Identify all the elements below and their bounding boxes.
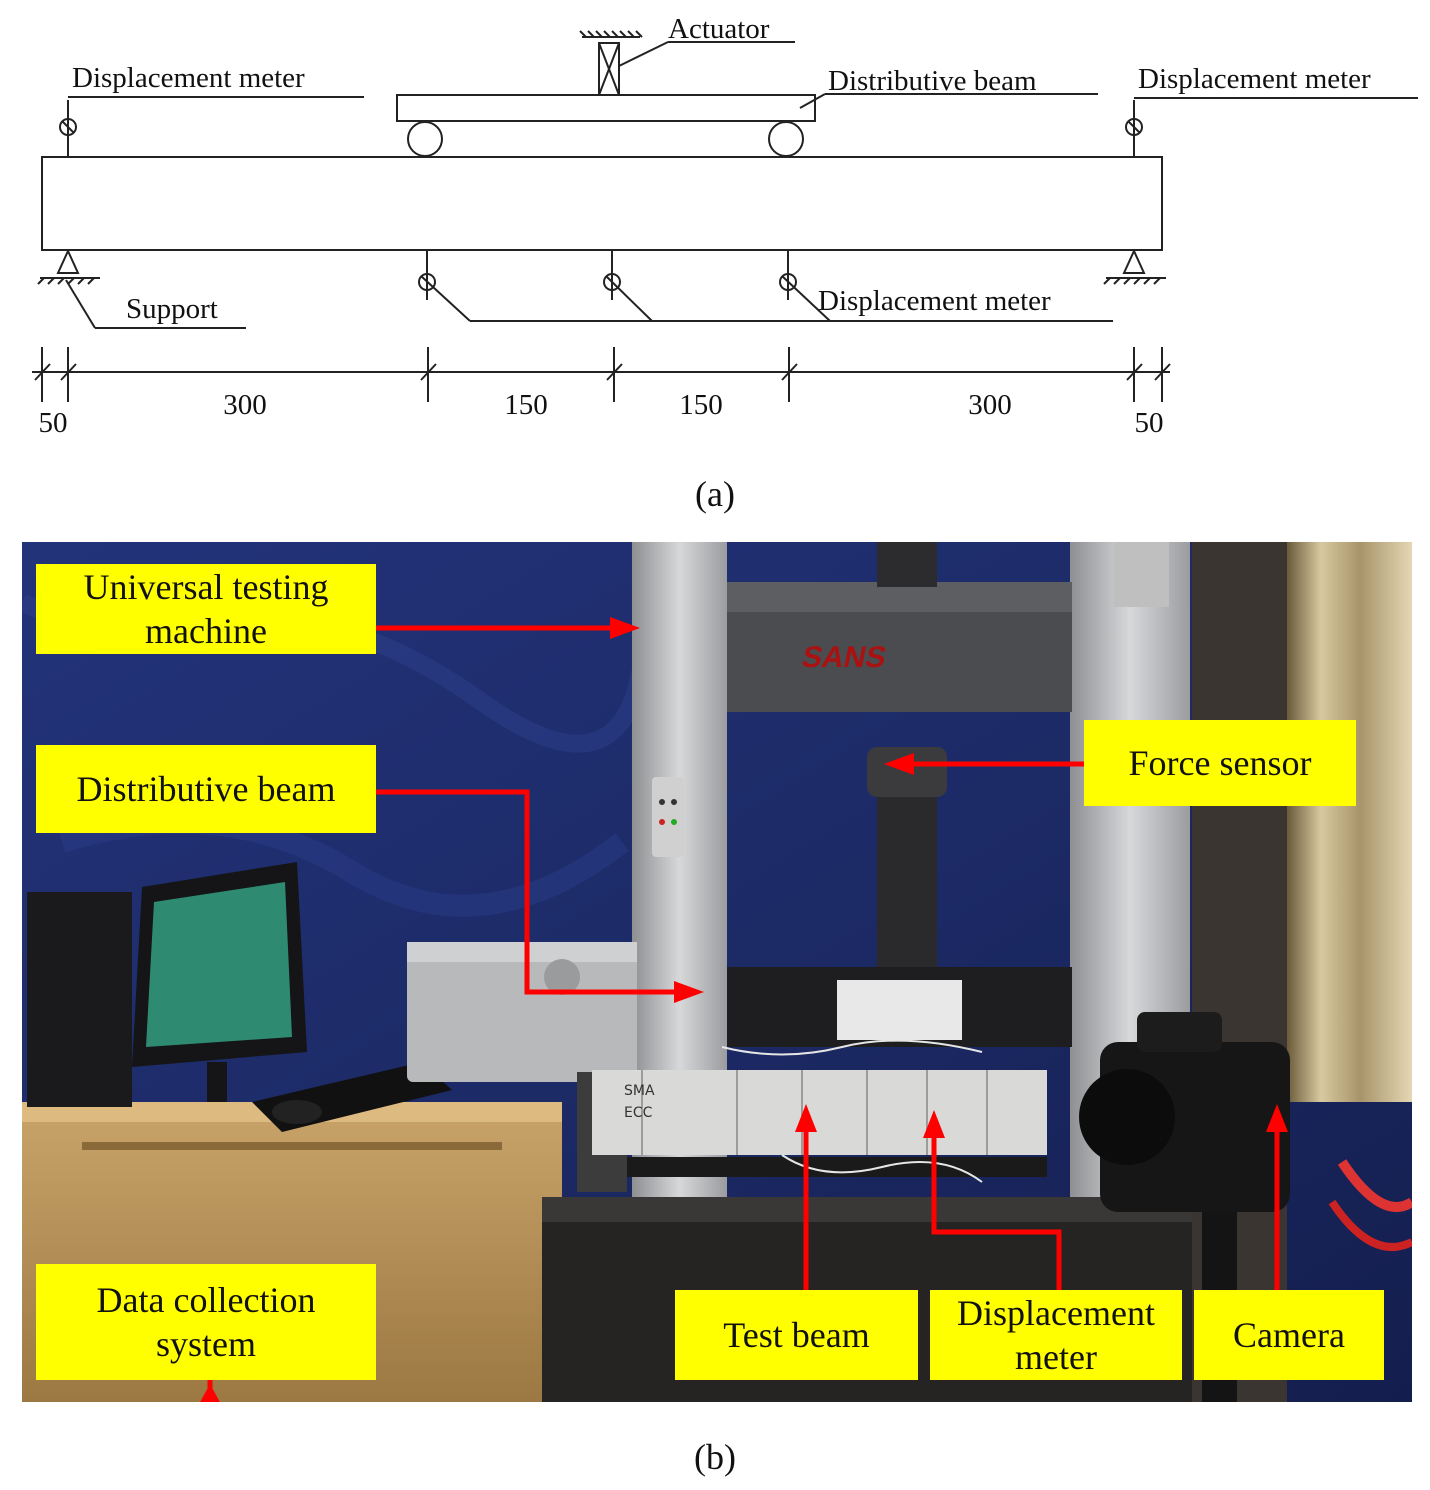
dimension-label-4: 150 xyxy=(679,389,723,421)
test-setup-photo: SANS xyxy=(22,542,1412,1402)
roller-left xyxy=(407,121,443,157)
displacement-meter-bottom-1 xyxy=(418,250,436,300)
support-right xyxy=(1103,248,1166,285)
callout-distributive-beam: Distributive beam xyxy=(36,745,376,833)
support-label: Support xyxy=(126,293,218,325)
callout-data-collection-system: Data collection system xyxy=(36,1264,376,1380)
callout-force-sensor: Force sensor xyxy=(1084,720,1356,806)
dimension-line xyxy=(32,347,1171,402)
dimension-label-2: 300 xyxy=(223,389,267,421)
photo-illustration: SANS xyxy=(22,542,1412,1402)
displacement-meter-left-label: Displacement meter xyxy=(72,62,305,94)
dimension-label-3: 150 xyxy=(504,389,548,421)
callout-test-beam: Test beam xyxy=(675,1290,918,1380)
callout-universal-testing-machine: Universal testing machine xyxy=(36,564,376,654)
dimension-label-1: 50 xyxy=(39,407,68,439)
roller-right xyxy=(768,121,804,157)
displacement-meter-right-label: Displacement meter xyxy=(1138,63,1371,95)
actuator-label: Actuator xyxy=(668,13,770,45)
beam-marking-line-1: SMA xyxy=(624,1083,655,1099)
beam-marking-line-2: ECC xyxy=(624,1105,653,1121)
machine-brand-text: SANS xyxy=(799,641,889,674)
displacement-meter-top-left xyxy=(59,100,77,157)
test-setup-schematic: Actuator Distributive beam Displacement … xyxy=(32,13,1418,439)
callout-camera: Camera xyxy=(1194,1290,1384,1380)
caption-a: (a) xyxy=(695,474,735,514)
callout-displacement-meter: Displacement meter xyxy=(930,1290,1182,1380)
displacement-meter-bottom-2 xyxy=(603,250,621,300)
displacement-meter-top-right xyxy=(1125,100,1143,157)
distributive-beam-label: Distributive beam xyxy=(828,65,1037,97)
distributive-beam-outline xyxy=(396,94,816,122)
dimension-label-6: 50 xyxy=(1135,407,1164,439)
actuator-symbol xyxy=(579,30,643,96)
displacement-meter-bottom-label: Displacement meter xyxy=(818,285,1051,317)
test-beam-outline xyxy=(41,156,1163,251)
dimension-label-5: 300 xyxy=(968,389,1012,421)
caption-b: (b) xyxy=(694,1437,736,1477)
displacement-meter-bottom-3 xyxy=(779,250,797,300)
support-left xyxy=(37,248,100,285)
